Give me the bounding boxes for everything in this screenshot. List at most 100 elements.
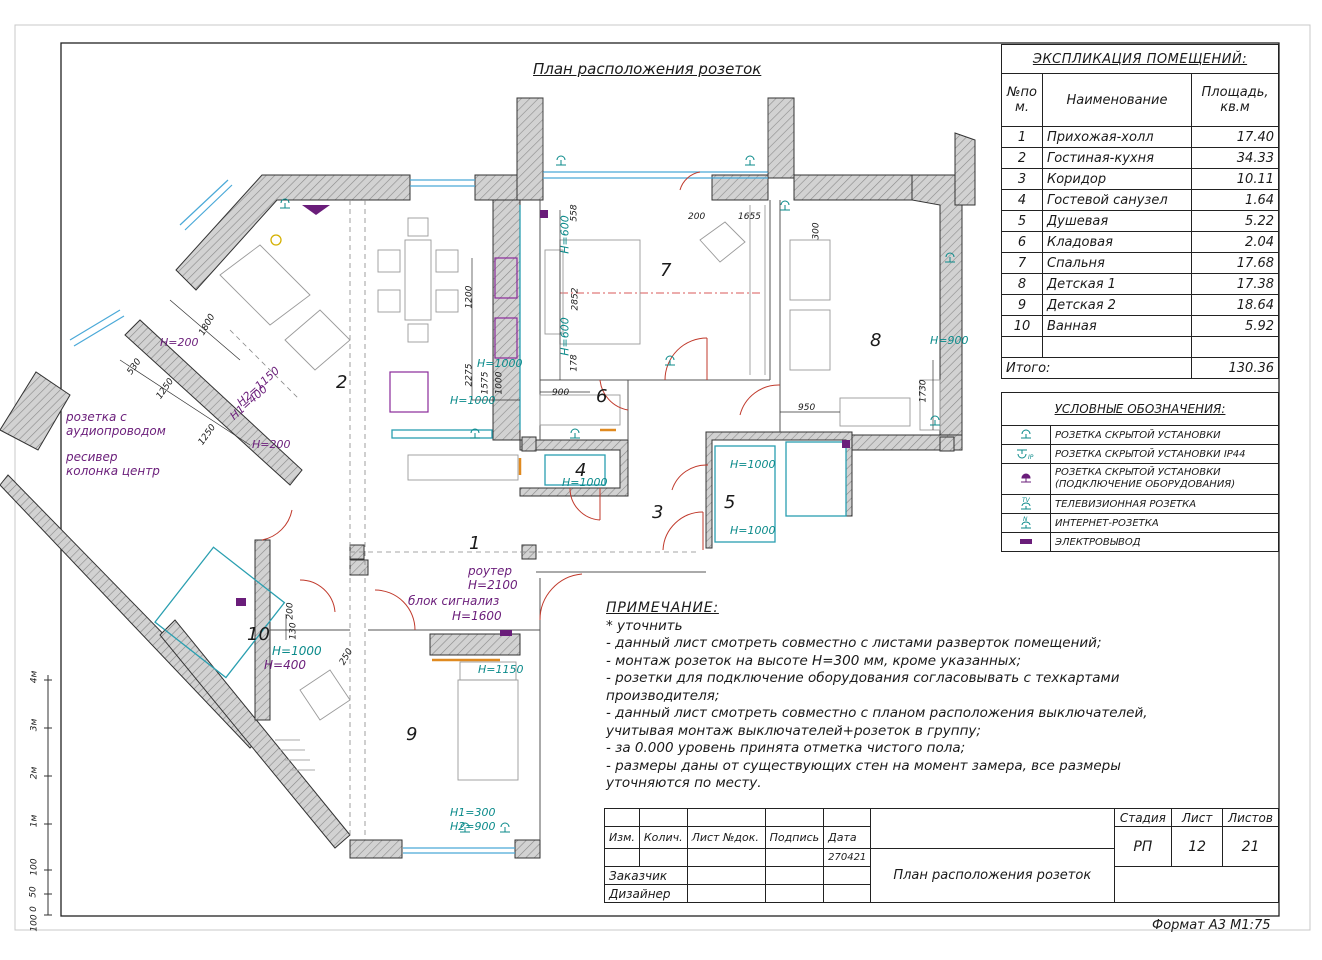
- room-area-cell: 2.04: [1191, 231, 1279, 253]
- empty-cell: [764, 866, 825, 885]
- scale-ruler: [44, 675, 52, 916]
- internet-socket-icon: N: [1001, 513, 1051, 533]
- stage-label: Стадия: [1113, 808, 1173, 827]
- empty-cell: [764, 884, 825, 903]
- dimension-lines: [119, 210, 934, 640]
- empty-cell: [604, 808, 640, 827]
- total-row: Итого: 130.36: [1001, 357, 1279, 379]
- empty-cell: [1042, 336, 1192, 358]
- dimension-value: 178: [569, 354, 580, 372]
- empty-cell: [638, 848, 688, 867]
- note-line: - данный лист смотреть совместно с плано…: [606, 705, 1148, 721]
- note-line: - за 0.000 уровень принята отметка чисто…: [606, 740, 966, 756]
- stage-value: РП: [1113, 826, 1173, 867]
- tv-socket-icon: TV: [1001, 494, 1051, 514]
- room-name-cell: Коридор: [1042, 168, 1192, 190]
- ruler-label: 3м: [29, 718, 40, 732]
- dimension-value: 2852: [570, 287, 581, 311]
- height-label: Н=400: [264, 658, 306, 672]
- empty-cell: [764, 808, 825, 827]
- note-line: - монтаж розеток на высоте Н=300 мм, кро…: [606, 652, 1022, 669]
- room-area-cell: 5.92: [1191, 315, 1279, 337]
- notes-title: ПРИМЕЧАНИЕ:: [606, 600, 719, 616]
- note-line: - розетки для подключение оборудования с…: [606, 670, 1120, 686]
- windows: [69, 171, 768, 854]
- room-area-cell: 1.64: [1191, 189, 1279, 211]
- balcony: [542, 98, 769, 172]
- sheet-label: Лист: [1171, 808, 1224, 827]
- empty-cell: [764, 848, 825, 867]
- room-name-cell: Спальня: [1042, 252, 1192, 274]
- legend-item: TV ТЕЛЕВИЗИОННАЯ РОЗЕТКА: [1001, 494, 1279, 514]
- ruler-label: 50: [28, 886, 39, 898]
- stamp-row: Стадия Лист Листов: [604, 808, 1279, 849]
- dimension-value: 1575: [480, 371, 491, 395]
- walls: [0, 97, 976, 859]
- dimension-value: 200: [688, 212, 706, 222]
- orange-accents: [432, 428, 616, 662]
- room-name-cell: Детская 1: [1042, 273, 1192, 295]
- note-line: уточняются по месту.: [606, 775, 762, 791]
- empty-cell: [686, 884, 766, 903]
- room-area-cell: 34.33: [1191, 147, 1279, 169]
- sheets-value: 21: [1222, 826, 1279, 867]
- height-label: Н=900: [930, 334, 969, 347]
- empty-cell: [686, 808, 766, 827]
- empty-cell: [823, 884, 872, 903]
- title-block: Стадия Лист Листов Изм. Колич. Лист №док…: [604, 808, 1280, 903]
- room-name-cell: Гостиная-кухня: [1042, 147, 1192, 169]
- room-name-cell: Кладовая: [1042, 231, 1192, 253]
- drawing-frame: [60, 42, 1280, 917]
- sheets-label: Листов: [1222, 808, 1279, 827]
- ruler-label: 0: [28, 906, 39, 912]
- explication-title-row: ЭКСПЛИКАЦИЯ ПОМЕЩЕНИЙ:: [1001, 44, 1279, 74]
- ruler-label: 2м: [29, 766, 40, 780]
- dimension-value: 2275: [464, 363, 475, 387]
- power-outlet-icon: [1001, 532, 1051, 552]
- note-line: * уточнить: [606, 617, 683, 634]
- legend-label: ТЕЛЕВИЗИОННАЯ РОЗЕТКА: [1050, 494, 1279, 514]
- room-num-cell: 5: [1001, 210, 1043, 232]
- dimension-value: 1655: [738, 212, 761, 222]
- col-num-header: №по м.: [1001, 73, 1043, 127]
- drawing-name: План расположения розеток: [870, 848, 1115, 903]
- socket-symbols: [280, 155, 955, 833]
- plumbing-lines: [154, 205, 847, 679]
- height-label: Н=1000: [477, 357, 523, 370]
- legend-item: N ИНТЕРНЕТ-РОЗЕТКА: [1001, 513, 1279, 533]
- room-number: 1: [469, 533, 481, 554]
- router-note: роутер: [468, 564, 513, 578]
- designer-label: Дизайнер: [604, 884, 688, 903]
- room-num-cell: 4: [1001, 189, 1043, 211]
- room-number: 9: [406, 724, 418, 745]
- alarm-note: блок сигнализ: [408, 594, 500, 608]
- empty-cell: [1191, 336, 1279, 358]
- room-area-cell: 17.38: [1191, 273, 1279, 295]
- legend-title: УСЛОВНЫЕ ОБОЗНАЧЕНИЯ:: [1001, 392, 1279, 426]
- dimension-value: 950: [798, 403, 816, 413]
- legend-title-row: УСЛОВНЫЕ ОБОЗНАЧЕНИЯ:: [1001, 392, 1279, 426]
- dimension-value: 130: [288, 622, 299, 640]
- format-label: Формат А3 М1:75: [1152, 918, 1271, 933]
- interior-lines: [270, 200, 781, 840]
- room-num-cell: 6: [1001, 231, 1043, 253]
- dashed-axes: [229, 200, 700, 840]
- room-num-cell: 1: [1001, 126, 1043, 148]
- col-izm: Изм.: [604, 826, 640, 849]
- room-number: 6: [596, 386, 608, 407]
- date-value: 270421: [823, 848, 872, 867]
- svg-text:N: N: [1023, 516, 1028, 523]
- dimension-value: 200: [285, 602, 296, 620]
- room-name-cell: Ванная: [1042, 315, 1192, 337]
- dimension-value: 300: [811, 222, 822, 240]
- dimension-value: 900: [552, 388, 570, 398]
- col-area-header: Площадь, кв.м: [1191, 73, 1279, 127]
- room-name-cell: Гостевой санузел: [1042, 189, 1192, 211]
- height-label: Н2=900: [450, 820, 496, 833]
- stamp-row: Дизайнер: [604, 884, 1279, 903]
